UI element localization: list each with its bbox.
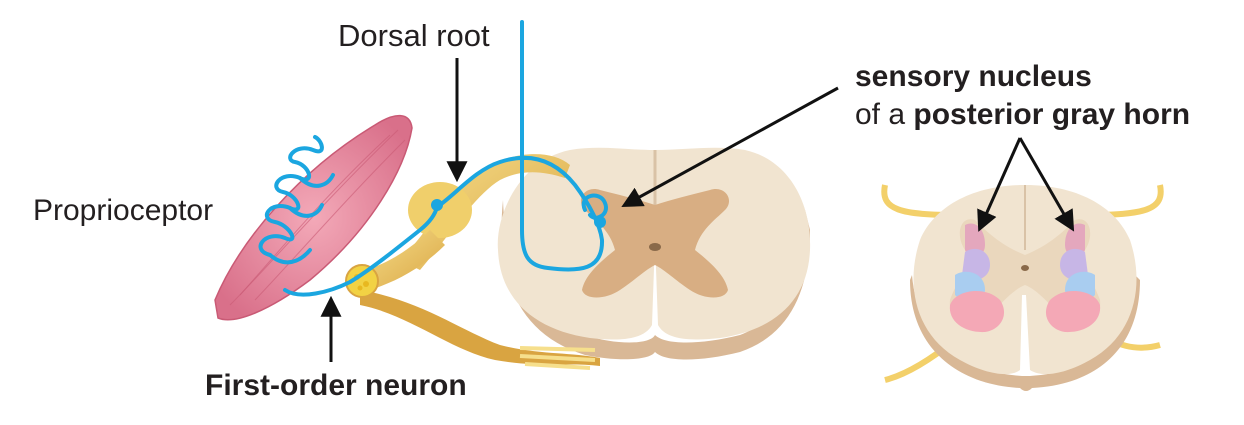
of-a-text: of a [855,98,914,131]
synapse-terminal [594,216,606,228]
spinal-cord-right [881,184,1164,391]
first-order-neuron [258,20,608,297]
spinal-cord-left [497,147,811,360]
muscle-spindle [214,114,413,321]
first-order-neuron-label: First-order neuron [205,369,467,402]
arrow-posterior-horn-left [977,137,1022,232]
proprioceptor-label: Proprioceptor [33,194,214,227]
neuron-cell-body [431,199,443,211]
arrow-posterior-horn-right [1018,137,1075,232]
posterior-gray-horn-label: of a posterior gray horn [855,100,1190,130]
sensory-nucleus-label: sensory nucleus [855,60,1092,93]
dorsal-root-label: Dorsal root [338,18,490,53]
posterior-gray-horn-text: posterior gray horn [913,98,1191,131]
arrow-sensory-nucleus [621,86,839,208]
